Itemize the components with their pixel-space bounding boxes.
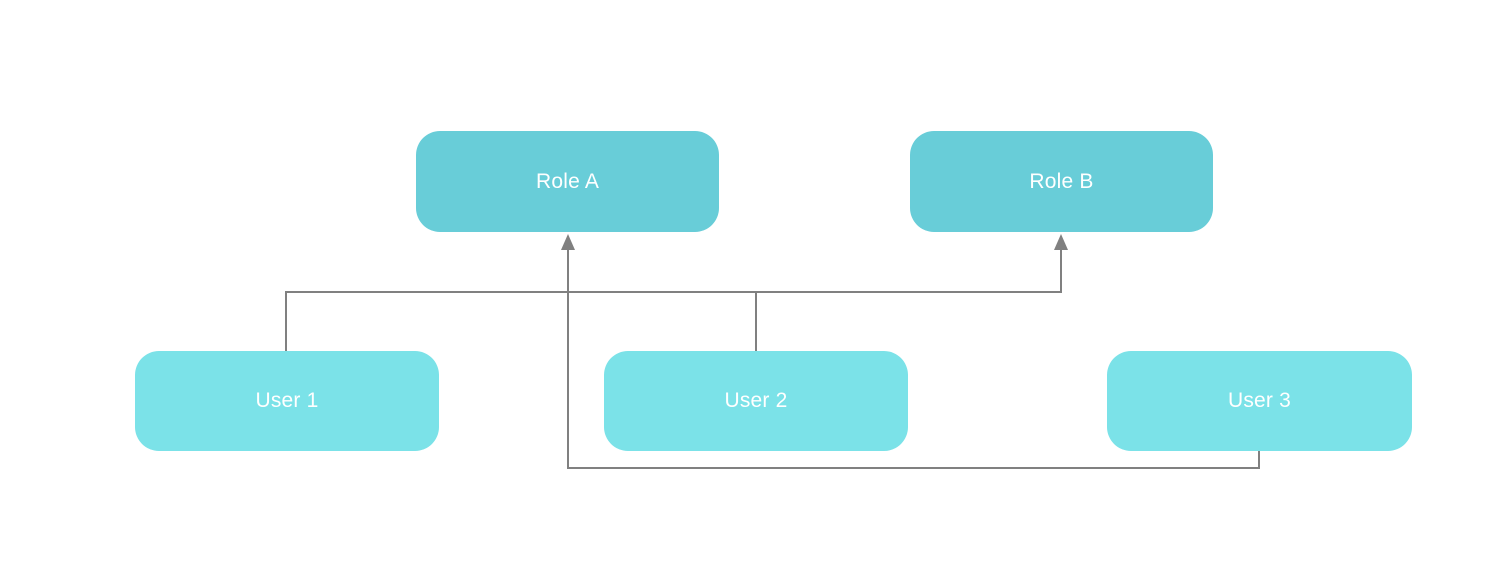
node-user-2[interactable]: User 2 — [604, 351, 908, 451]
node-role-b-label: Role B — [1029, 169, 1094, 193]
edge-user1-roleb — [285, 248, 1062, 351]
node-user-1[interactable]: User 1 — [135, 351, 439, 451]
node-role-a[interactable]: Role A — [416, 131, 719, 232]
arrowhead-role-b — [1054, 234, 1068, 250]
node-role-a-label: Role A — [535, 169, 600, 193]
node-user-2-label: User 2 — [724, 389, 788, 412]
arrowhead-role-a — [561, 234, 575, 250]
node-user-1-label: User 1 — [255, 389, 319, 412]
node-user-3[interactable]: User 3 — [1107, 351, 1412, 451]
node-user-3-label: User 3 — [1227, 389, 1292, 412]
node-role-b[interactable]: Role B — [910, 131, 1213, 232]
